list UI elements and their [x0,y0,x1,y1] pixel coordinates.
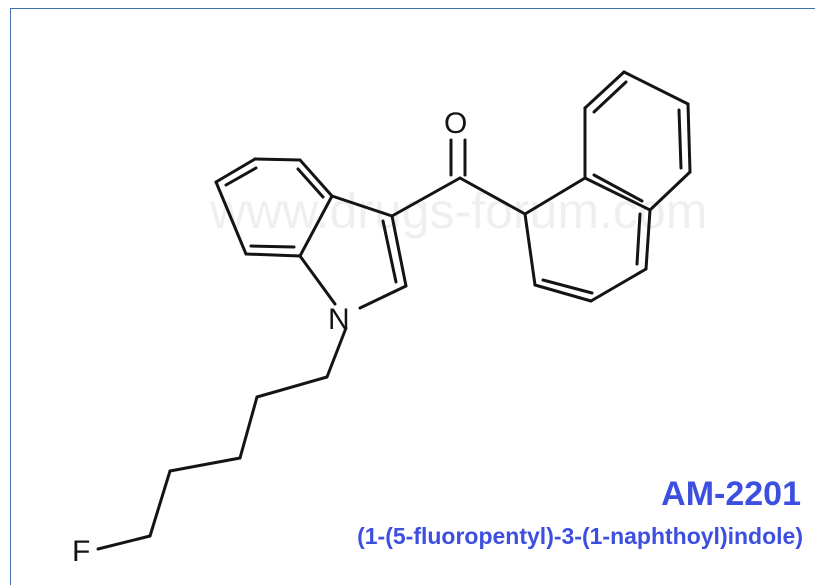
nitrogen-atom-label: N [328,303,350,336]
watermark-text: www.drugs-forum.com [209,183,707,239]
figure-frame [10,8,815,585]
bond-lines [96,70,692,551]
fluorine-atom-label: F [72,535,90,568]
compound-name: AM-2201 [661,475,801,513]
compound-iupac-name: (1-(5-fluoropentyl)-3-(1-naphthoyl)indol… [357,523,803,549]
oxygen-atom-label: O [444,107,467,140]
